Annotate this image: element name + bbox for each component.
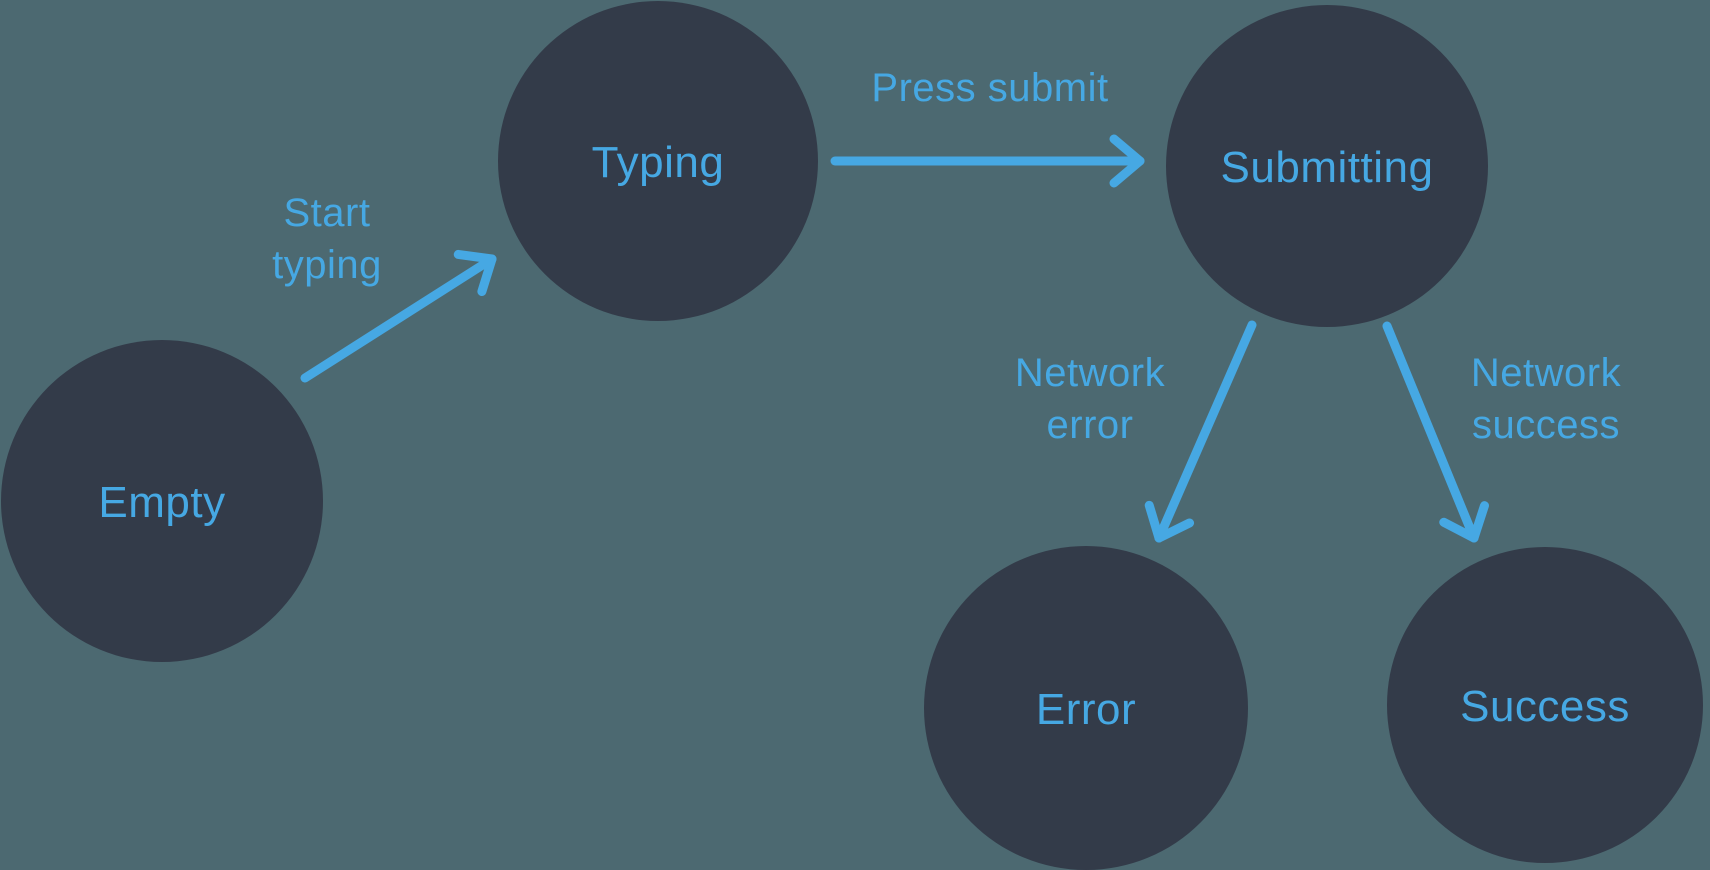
state-node-typing: Typing: [498, 1, 818, 321]
state-circle-typing: [498, 1, 818, 321]
transition-label-start-typing-line1: Start: [284, 191, 371, 235]
transition-label-press-submit: Press submit: [871, 66, 1108, 110]
state-node-success: Success: [1387, 547, 1703, 863]
state-label-typing: Typing: [592, 138, 725, 187]
state-node-error: Error: [924, 546, 1248, 870]
state-circle-success: [1387, 547, 1703, 863]
state-label-submitting: Submitting: [1221, 143, 1434, 192]
state-label-empty: Empty: [98, 478, 225, 527]
state-node-submitting: Submitting: [1166, 5, 1488, 327]
transition-arrow-start-typing: [300, 249, 497, 383]
transition-label-network-error-line2: error: [1047, 403, 1134, 447]
transition-label-network-error-line1: Network: [1015, 351, 1166, 395]
transition-arrow-network-success: [1382, 321, 1489, 543]
transition-label-start-typing-line2: typing: [272, 243, 382, 287]
state-label-error: Error: [1036, 685, 1136, 734]
state-circle-error: [924, 546, 1248, 870]
state-circle-empty: [1, 340, 323, 662]
transition-label-network-success-line2: success: [1472, 403, 1620, 447]
state-circle-submitting: [1166, 5, 1488, 327]
transition-label-network-success-line1: Network: [1471, 351, 1622, 395]
state-node-empty: Empty: [1, 340, 323, 662]
transition-arrow-network-error: [1144, 320, 1257, 543]
state-label-success: Success: [1460, 682, 1630, 731]
